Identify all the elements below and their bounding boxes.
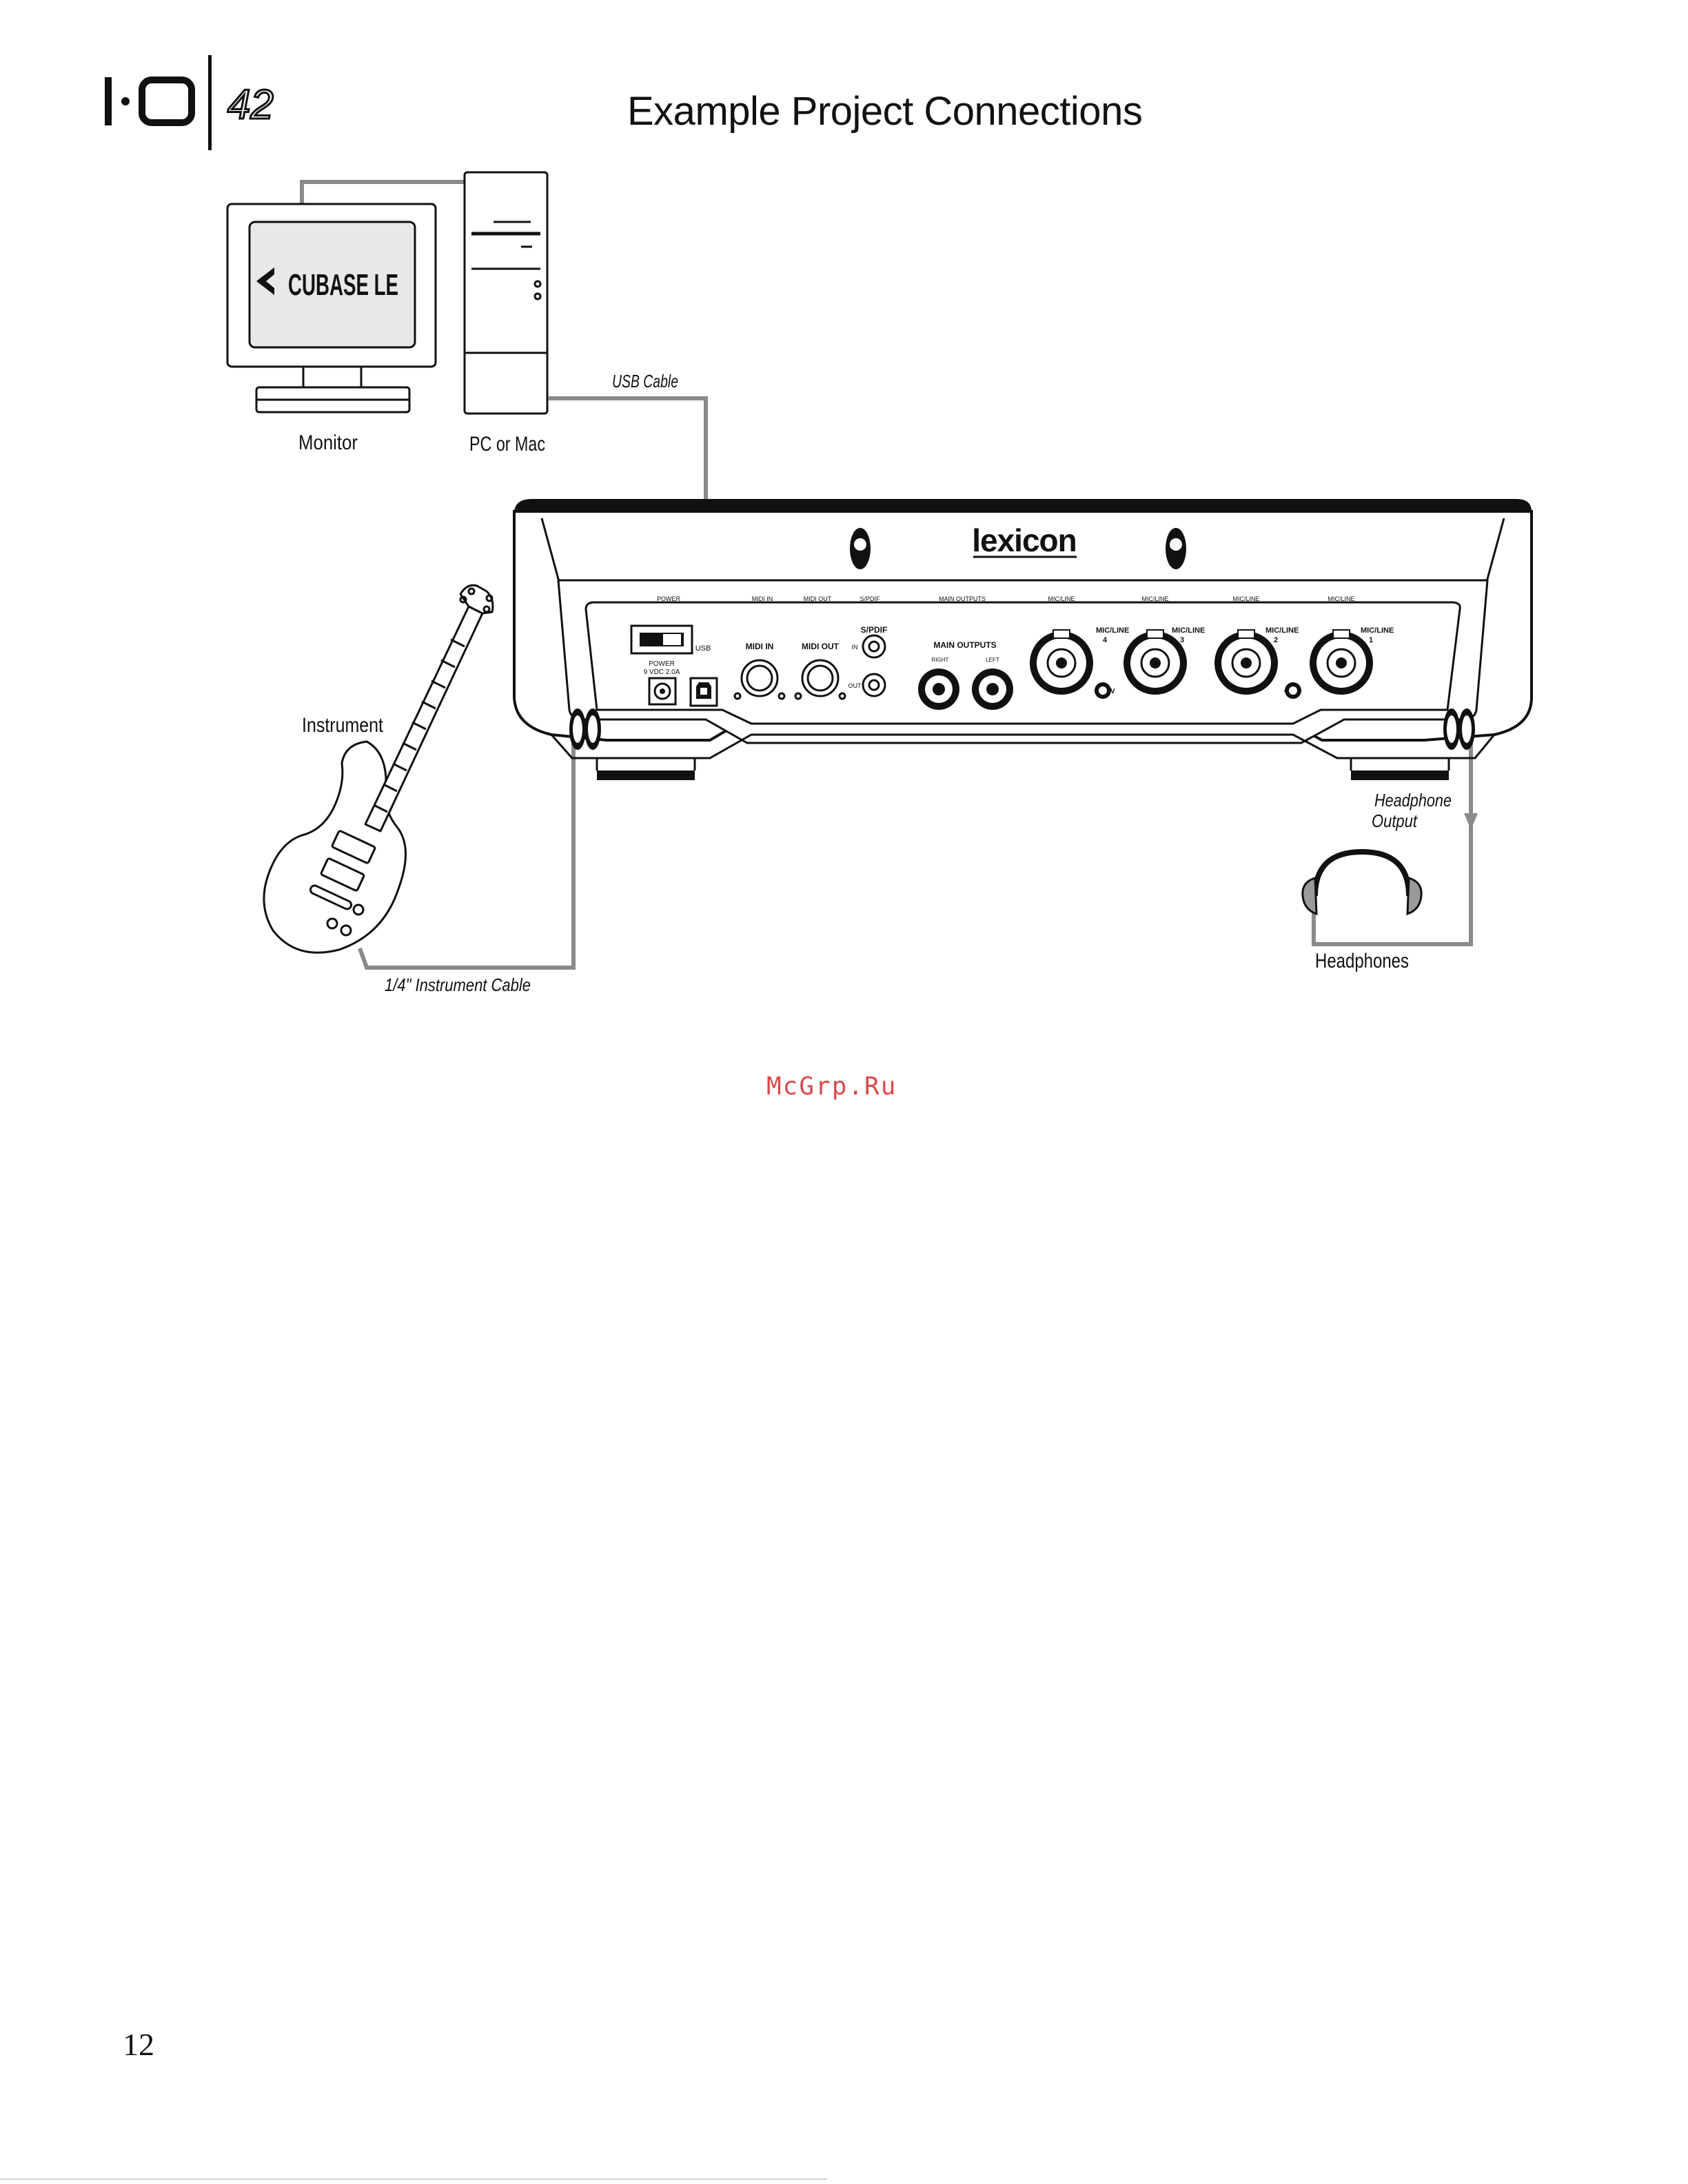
dc-power-jack: [648, 677, 677, 706]
input-2-label: MIC/LINE: [1265, 626, 1299, 635]
audio-interface: [513, 499, 1533, 780]
computer-label: PC or Mac: [469, 433, 545, 456]
headphone-output-label-line2: Output: [1372, 810, 1418, 831]
headphones-label: Headphones: [1315, 950, 1409, 972]
top-label-strip: POWER MIDI IN MIDI OUT S/PDIF MAIN OUTPU…: [657, 595, 1355, 602]
headphone-output-label: Headphone: [1374, 790, 1452, 810]
instrument-input-jacks: [569, 708, 601, 750]
watermark: McGrp.Ru: [766, 1072, 897, 1101]
headphone-output-jacks: [1443, 708, 1475, 750]
monitor: [226, 203, 437, 414]
main-outputs-label: MAIN OUTPUTS: [933, 640, 996, 650]
instrument-cable-label: 1/4" Instrument Cable: [385, 974, 531, 995]
mount-screw-right-icon: [1166, 528, 1186, 569]
headphone-output-arrow: [1464, 813, 1478, 830]
spdif-label: S/PDIF: [861, 625, 888, 635]
headphones-icon: [1301, 848, 1423, 916]
input-3-number: 3: [1180, 636, 1184, 644]
combo-input-1: [1310, 629, 1373, 695]
main-output-left-jack: [972, 669, 1013, 710]
svg-text:MIC/LINE: MIC/LINE: [1048, 595, 1075, 602]
svg-text:POWER: POWER: [657, 595, 681, 602]
svg-text:MIC/LINE: MIC/LINE: [1141, 595, 1168, 602]
phantom-led-right-icon: [1285, 682, 1301, 699]
combo-input-3: [1123, 629, 1187, 695]
main-output-left-label: LEFT: [986, 657, 999, 663]
io42-logo: 42: [105, 55, 274, 150]
svg-text:MIC/LINE: MIC/LINE: [1328, 595, 1354, 602]
main-output-right-label: RIGHT: [932, 657, 949, 663]
mount-screw-left-icon: [850, 528, 871, 569]
usb-cable-label: USB Cable: [612, 371, 678, 391]
spdif-out-label: OUT: [848, 682, 862, 689]
input-1-number: 1: [1369, 636, 1373, 644]
midi-in-port: [733, 659, 786, 700]
svg-text:MIDI IN: MIDI IN: [752, 595, 773, 602]
combo-input-4: [1030, 629, 1093, 695]
svg-text:S/PDIF: S/PDIF: [860, 595, 880, 602]
midi-out-label: MIDI OUT: [802, 642, 840, 651]
model-number: 42: [227, 81, 274, 127]
spdif-in-label: IN: [852, 644, 858, 651]
input-1-label: MIC/LINE: [1361, 626, 1394, 635]
instrument-label: Instrument: [302, 714, 384, 737]
computer-tower: [463, 171, 549, 415]
svg-text:MIDI OUT: MIDI OUT: [804, 595, 832, 602]
headphone-cable: [1312, 731, 1473, 946]
midi-in-label: MIDI IN: [746, 642, 774, 651]
usb-port: [689, 677, 718, 707]
page-title: Example Project Connections: [627, 89, 1143, 134]
guitar-icon: [263, 584, 494, 954]
input-3-label: MIC/LINE: [1172, 626, 1205, 635]
combo-input-2: [1214, 629, 1278, 695]
svg-text:MIC/LINE: MIC/LINE: [1232, 595, 1259, 602]
monitor-cable: [300, 180, 469, 207]
instrument-cable: [358, 717, 576, 970]
input-4-number: 4: [1103, 636, 1108, 644]
main-output-right-jack: [918, 669, 959, 710]
spdif-out-port: [862, 673, 886, 697]
usb-port-label: USB: [695, 644, 711, 653]
monitor-label: Monitor: [298, 431, 358, 454]
phantom-led-left-icon: [1095, 682, 1111, 699]
input-2-number: 2: [1274, 636, 1278, 644]
power-spec-value: 9 VDC 2.0A: [644, 669, 680, 676]
cubase-logo-icon: [256, 267, 274, 295]
spdif-in-port: [862, 634, 886, 659]
monitor-screen-label: CUBASE LE: [288, 268, 398, 302]
power-switch: [630, 624, 693, 655]
svg-text:MAIN OUTPUTS: MAIN OUTPUTS: [939, 595, 986, 602]
power-spec-label: POWER: [649, 660, 675, 668]
brand-logo: lexicon: [972, 522, 1077, 558]
page-number: 12: [123, 2027, 154, 2062]
input-4-label: MIC/LINE: [1096, 626, 1129, 635]
midi-out-port: [794, 659, 846, 700]
